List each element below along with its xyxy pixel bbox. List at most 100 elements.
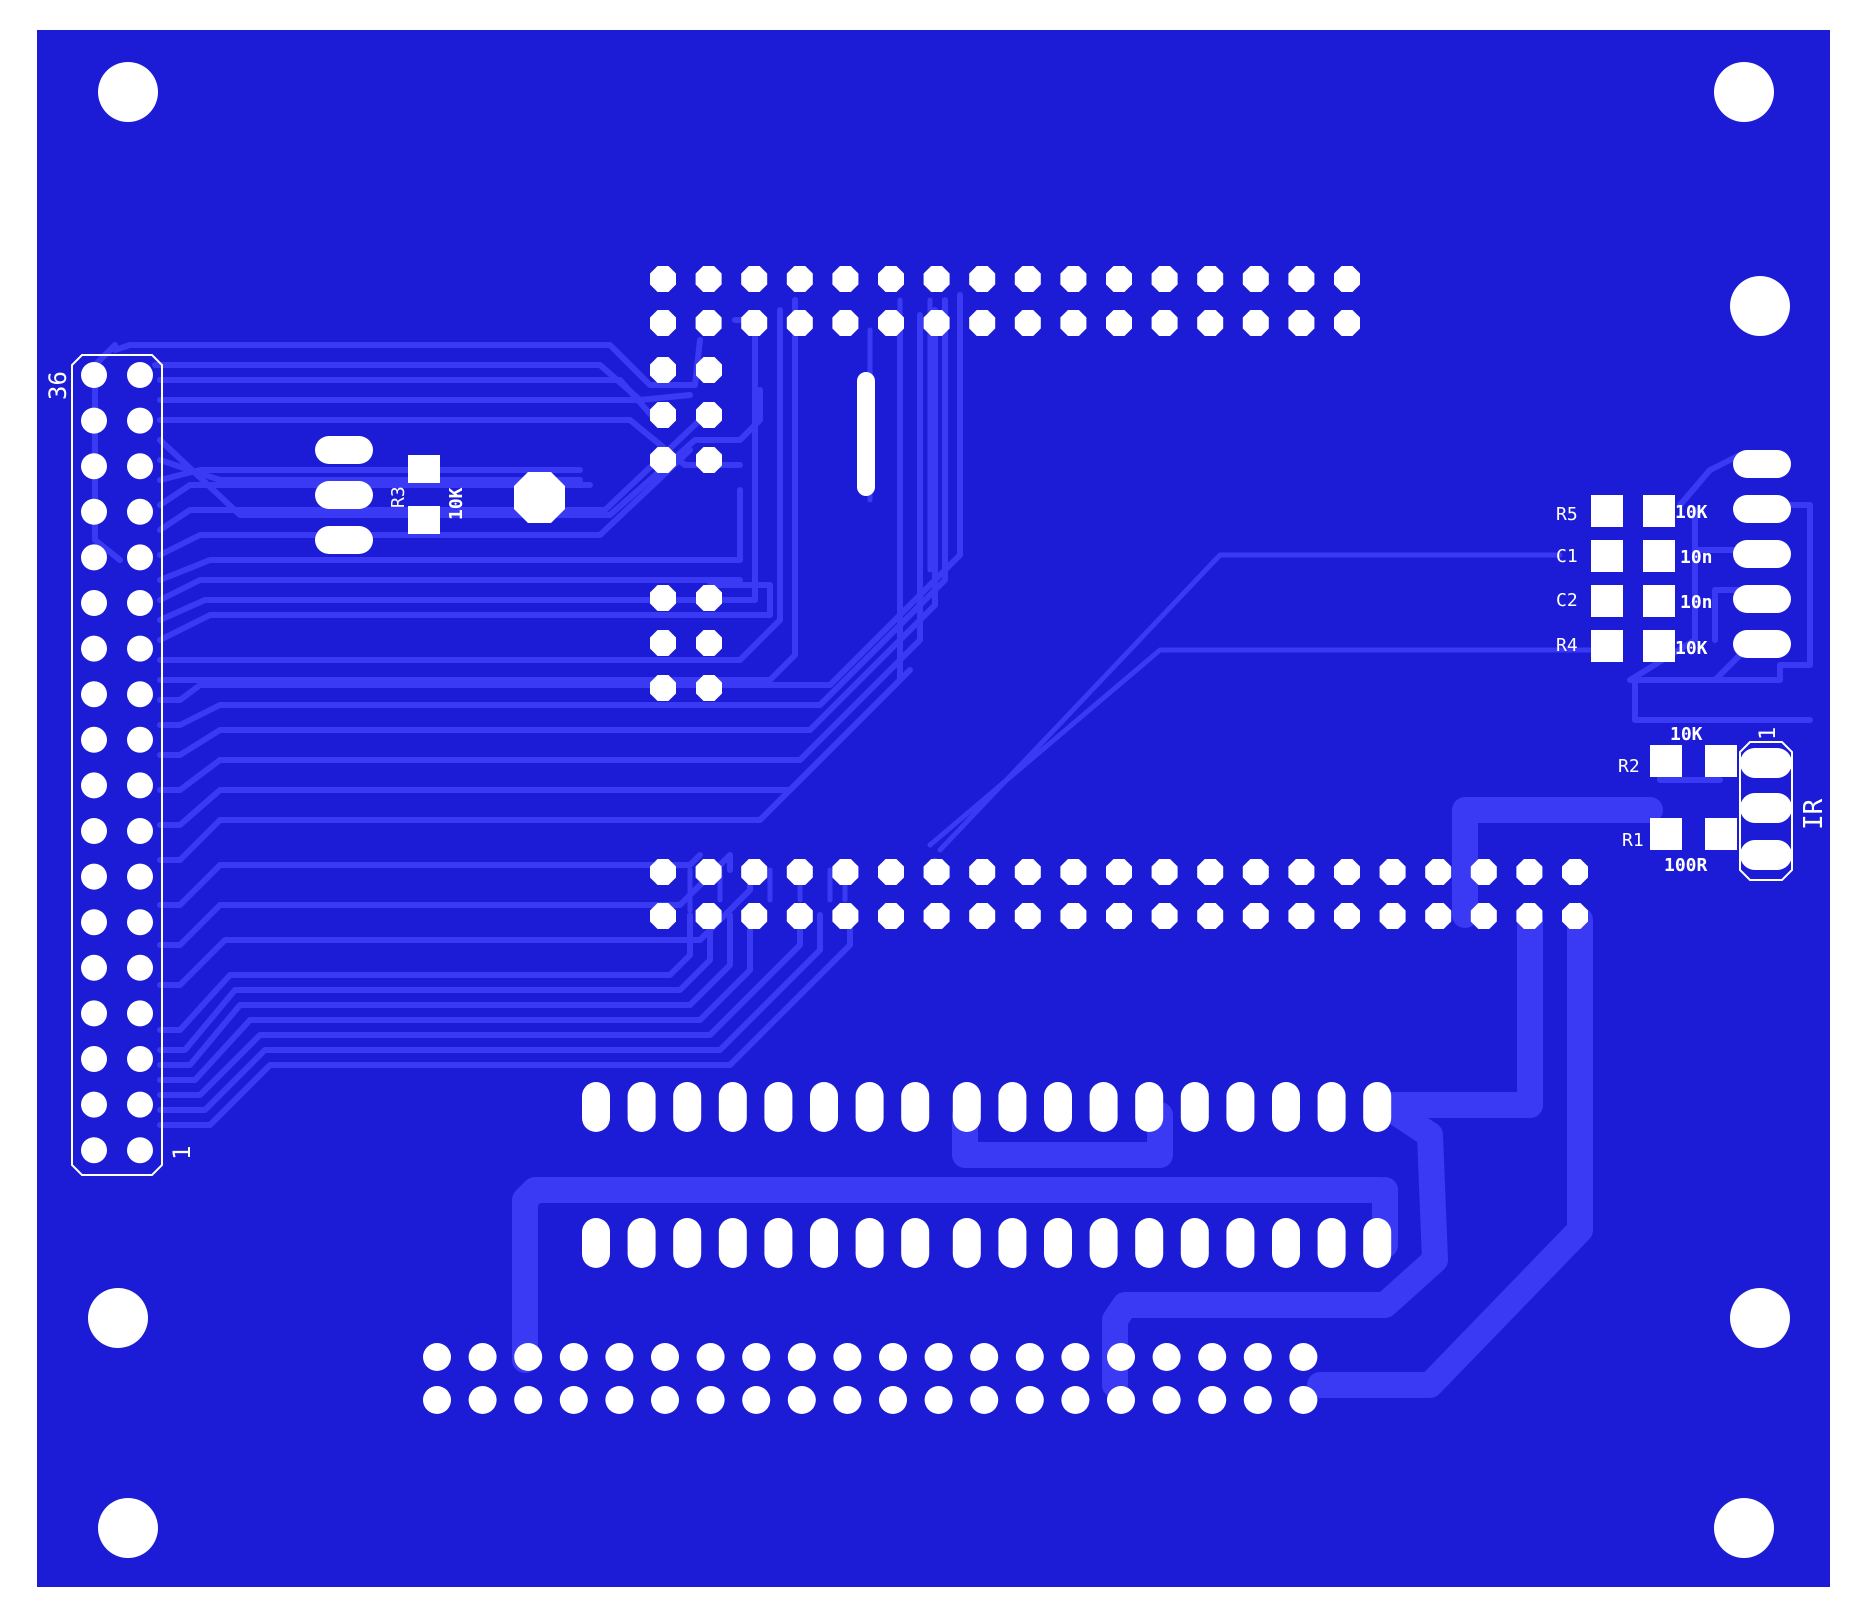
connector-pin <box>1288 859 1315 885</box>
ic-pin <box>764 1218 793 1268</box>
connector-pin <box>786 903 813 929</box>
connector-pin <box>1197 310 1224 336</box>
connector-pin <box>741 310 768 336</box>
ic-pin <box>673 1082 702 1132</box>
header-pin <box>81 407 107 434</box>
connector-pin <box>878 859 904 885</box>
connector-pin <box>923 859 950 885</box>
connector-pin <box>969 903 996 929</box>
connector-pin <box>1242 903 1269 929</box>
c2-ref-label: C2 <box>1556 590 1578 611</box>
header-pin <box>81 590 107 616</box>
connector-pin <box>650 675 676 701</box>
connector-pin <box>1289 1343 1318 1371</box>
connector-pin <box>650 585 676 611</box>
connector-pin <box>923 903 950 929</box>
connector-pin <box>650 447 676 473</box>
connector-pin <box>1107 1386 1135 1414</box>
ir-label: IR <box>1799 798 1829 830</box>
connector-pin <box>1014 859 1041 885</box>
ic-pin <box>952 1082 981 1132</box>
connector-pin <box>1152 1386 1181 1414</box>
connector-pin <box>696 630 722 656</box>
connector-pin <box>696 675 722 701</box>
connector-pin <box>1562 903 1588 929</box>
connector-pin <box>786 266 813 292</box>
power-traces <box>512 797 1663 1398</box>
r2-value-label: 10K <box>1670 724 1703 745</box>
connector-pin <box>1151 310 1178 336</box>
header-pin <box>127 498 153 525</box>
r3-pad <box>408 506 440 534</box>
ir-pin1-label: 1 <box>1756 727 1781 740</box>
connector-pin <box>787 1386 816 1414</box>
ic-pin <box>901 1218 930 1268</box>
connector-pin <box>651 1343 679 1371</box>
ic-pin <box>810 1218 838 1268</box>
connector-pin <box>969 859 996 885</box>
connector-pin <box>1061 1386 1090 1414</box>
connector-pin <box>696 447 722 473</box>
ir-pads <box>1740 748 1792 870</box>
ic-pin <box>718 1218 747 1268</box>
connector-pin <box>1015 1343 1044 1371</box>
ic-pin <box>764 1082 793 1132</box>
ic-pin <box>582 1218 610 1268</box>
connector-pin <box>742 1343 771 1371</box>
connector-pin <box>423 1386 451 1414</box>
header-pin <box>127 726 153 753</box>
connector-pin <box>923 266 950 292</box>
connector-pin <box>468 1386 497 1414</box>
ic-pin <box>1226 1218 1255 1268</box>
connector-pin <box>741 859 768 885</box>
ic-pin <box>1044 1218 1072 1268</box>
ir-outline <box>1739 741 1793 881</box>
connector-pin <box>1288 310 1315 336</box>
header-pin <box>127 681 153 708</box>
ic-pin <box>1180 1218 1209 1268</box>
ic-pin <box>855 1082 884 1132</box>
ic-pin <box>901 1082 930 1132</box>
ic-pin <box>627 1218 656 1268</box>
ic-pin <box>1089 1082 1118 1132</box>
ic-pin <box>952 1218 981 1268</box>
connector-pin <box>559 1386 588 1414</box>
connector-pin <box>696 402 722 428</box>
connector-pin <box>786 310 813 336</box>
connector-pin <box>1197 903 1224 929</box>
connector-pin <box>742 1386 771 1414</box>
mounting-hole <box>1730 1288 1790 1348</box>
r4-value-label: 10K <box>1675 638 1708 659</box>
connector-pin <box>1060 903 1087 929</box>
r3-ref-label: R3 <box>388 486 409 508</box>
mounting-hole <box>88 1288 148 1348</box>
header-pin <box>81 726 107 753</box>
connector-pin <box>878 310 904 336</box>
connector-pin <box>1242 310 1269 336</box>
connector-pin <box>1014 310 1041 336</box>
connector-pin <box>695 266 722 292</box>
header-pin <box>81 498 107 525</box>
connector-pin <box>787 1343 816 1371</box>
header-pin <box>127 1000 153 1027</box>
c2-value-label: 10n <box>1680 592 1713 613</box>
r2-ref-label: R2 <box>1618 756 1640 777</box>
connector-pin <box>1425 903 1452 929</box>
ic-pin <box>1363 1218 1392 1268</box>
connector-pin <box>878 266 904 292</box>
ic-pin <box>1089 1218 1118 1268</box>
header-pin <box>81 1091 107 1118</box>
ic-pin <box>1317 1218 1346 1268</box>
ic-pin <box>1226 1082 1255 1132</box>
connector-pin <box>1061 1343 1090 1371</box>
header-pin-last-label: 36 <box>44 371 72 400</box>
header-pin <box>81 544 107 571</box>
header-pin <box>127 544 153 571</box>
connector-pin <box>696 1343 725 1371</box>
connector-pin <box>878 903 904 929</box>
ic-pin <box>1135 1218 1164 1268</box>
connector-pin <box>1151 859 1178 885</box>
connector-pin <box>832 310 859 336</box>
header-pin <box>127 407 153 434</box>
